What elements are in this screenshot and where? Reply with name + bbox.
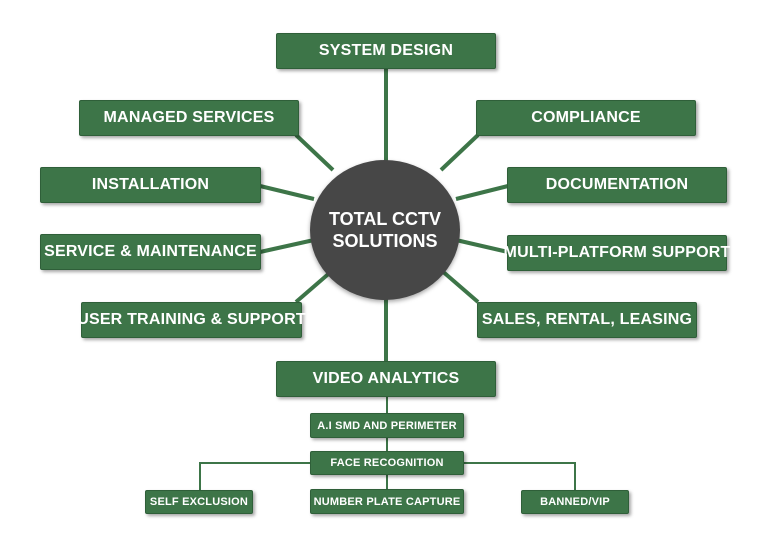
subnode-face-recognition: FACE RECOGNITION: [310, 451, 464, 475]
center-title-line1: TOTAL CCTV: [329, 209, 441, 229]
connector-face-banned-vip: [464, 462, 576, 491]
node-system-design: SYSTEM DESIGN: [276, 33, 496, 69]
connector-installation: [259, 184, 315, 201]
connector-sales-rental: [439, 268, 480, 304]
connector-user-training: [294, 268, 335, 304]
connector-multi-platform: [455, 238, 509, 254]
node-managed-services: MANAGED SERVICES: [79, 100, 299, 136]
node-sales-rental-leasing: SALES, RENTAL, LEASING: [477, 302, 697, 338]
subnode-self-exclusion: SELF EXCLUSION: [145, 490, 253, 514]
center-hub: TOTAL CCTV SOLUTIONS: [310, 160, 460, 300]
connector-compliance: [439, 133, 480, 172]
subnode-banned-vip: BANNED/VIP: [521, 490, 629, 514]
subnode-ai-smd-perimeter: A.I SMD AND PERIMETER: [310, 413, 464, 438]
node-user-training-support: USER TRAINING & SUPPORT: [77, 302, 306, 338]
connector-face-self-exclusion: [199, 462, 310, 491]
node-installation: INSTALLATION: [40, 167, 261, 203]
subnode-number-plate-capture: NUMBER PLATE CAPTURE: [310, 489, 464, 514]
node-service-maintenance: SERVICE & MAINTENANCE: [40, 234, 261, 270]
connector-documentation: [455, 184, 509, 201]
center-title-line2: SOLUTIONS: [332, 231, 438, 251]
node-video-analytics: VIDEO ANALYTICS: [276, 361, 496, 397]
connector-managed-services: [294, 133, 335, 172]
node-documentation: DOCUMENTATION: [507, 167, 727, 203]
node-compliance: COMPLIANCE: [476, 100, 696, 136]
node-multi-platform-support: MULTI-PLATFORM SUPPORT: [504, 235, 730, 271]
connector-service-maintenance: [259, 238, 315, 254]
